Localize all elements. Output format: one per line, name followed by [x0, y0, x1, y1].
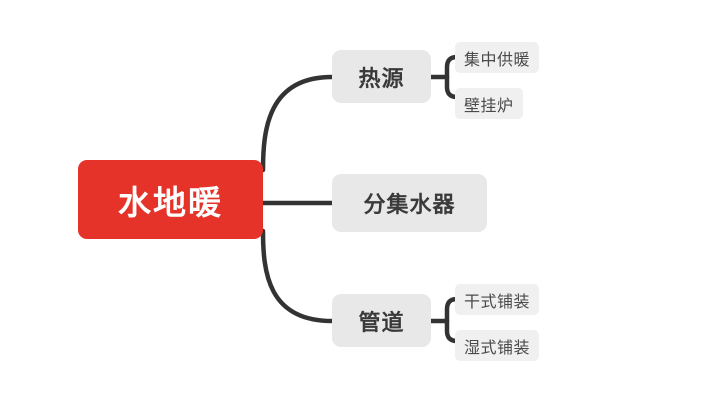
leaf-node-label: 湿式铺装 [464, 339, 531, 357]
leaf-node-label: 干式铺装 [464, 293, 531, 311]
mindmap-leaf-node-wall-hung-boiler[interactable]: 壁挂炉 [455, 88, 523, 119]
mindmap-leaf-node-wet-installation[interactable]: 湿式铺装 [455, 330, 540, 361]
branch-node-label: 管道 [358, 309, 405, 335]
branch-node-label: 分集水器 [363, 192, 456, 217]
edge-root-to-pipeline [260, 228, 335, 324]
leaf-node-label: 壁挂炉 [464, 97, 514, 115]
leaf-node-label: 集中供暖 [464, 51, 531, 69]
mindmap-root-node[interactable]: 水地暖 [78, 160, 263, 239]
mindmap-leaf-node-dry-installation[interactable]: 干式铺装 [455, 284, 540, 315]
root-node-label: 水地暖 [118, 183, 223, 221]
mindmap-branch-node-manifold[interactable]: 分集水器 [332, 174, 487, 232]
edge-root-to-heat-source [260, 74, 335, 173]
branch-node-label: 热源 [358, 65, 405, 91]
mindmap-leaf-node-central-heating[interactable]: 集中供暖 [455, 42, 540, 73]
mindmap-branch-node-pipeline[interactable]: 管道 [332, 294, 431, 347]
mindmap-branch-node-heat-source[interactable]: 热源 [332, 50, 431, 103]
